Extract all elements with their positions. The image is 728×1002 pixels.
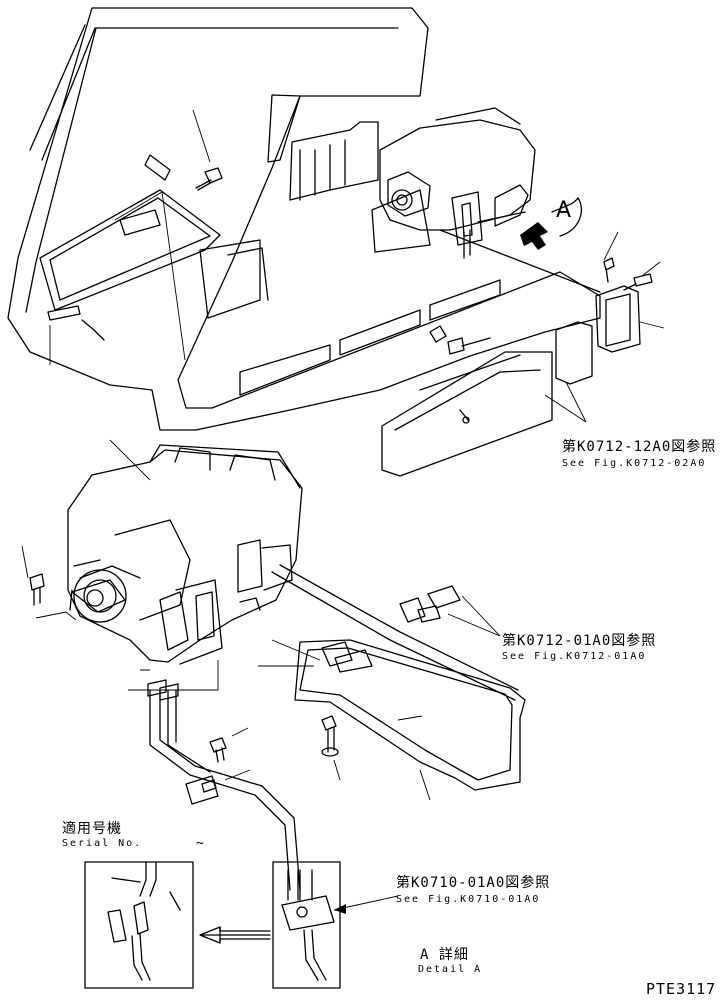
heater-unit-mounted: [371, 107, 601, 293]
ref-label-3-jp: 第K0710-01A0図参照: [396, 875, 551, 891]
ref-label-2-jp: 第K0712-01A0図参照: [502, 633, 657, 649]
heater-unit: [21, 439, 303, 691]
serial-range-mark: ~: [196, 836, 206, 851]
detail-a-marker: A: [556, 198, 572, 223]
detail-a-inset: [199, 861, 399, 989]
ref-label-1-en: See Fig.K0712-02A0: [562, 458, 707, 469]
detail-label-en: Detail A: [418, 964, 483, 975]
serial-label-en: Serial No.: [62, 838, 143, 849]
ref-label-1-jp: 第K0712-12A0図参照: [562, 439, 717, 455]
detail-label-jp: A 詳細: [420, 947, 469, 963]
cab-body: [7, 7, 601, 431]
duct-parts: [381, 231, 665, 477]
figure-id: PTE3117: [646, 980, 717, 998]
hoses: [147, 564, 526, 891]
ref-label-3-en: See Fig.K0710-01A0: [396, 894, 541, 905]
bolt-cab: [195, 167, 223, 191]
serial-label-jp: 適用号機: [62, 821, 122, 837]
bolt-left: [29, 573, 45, 606]
serial-inset: [84, 861, 194, 989]
ref-label-2-en: See Fig.K0712-01A0: [502, 651, 647, 662]
